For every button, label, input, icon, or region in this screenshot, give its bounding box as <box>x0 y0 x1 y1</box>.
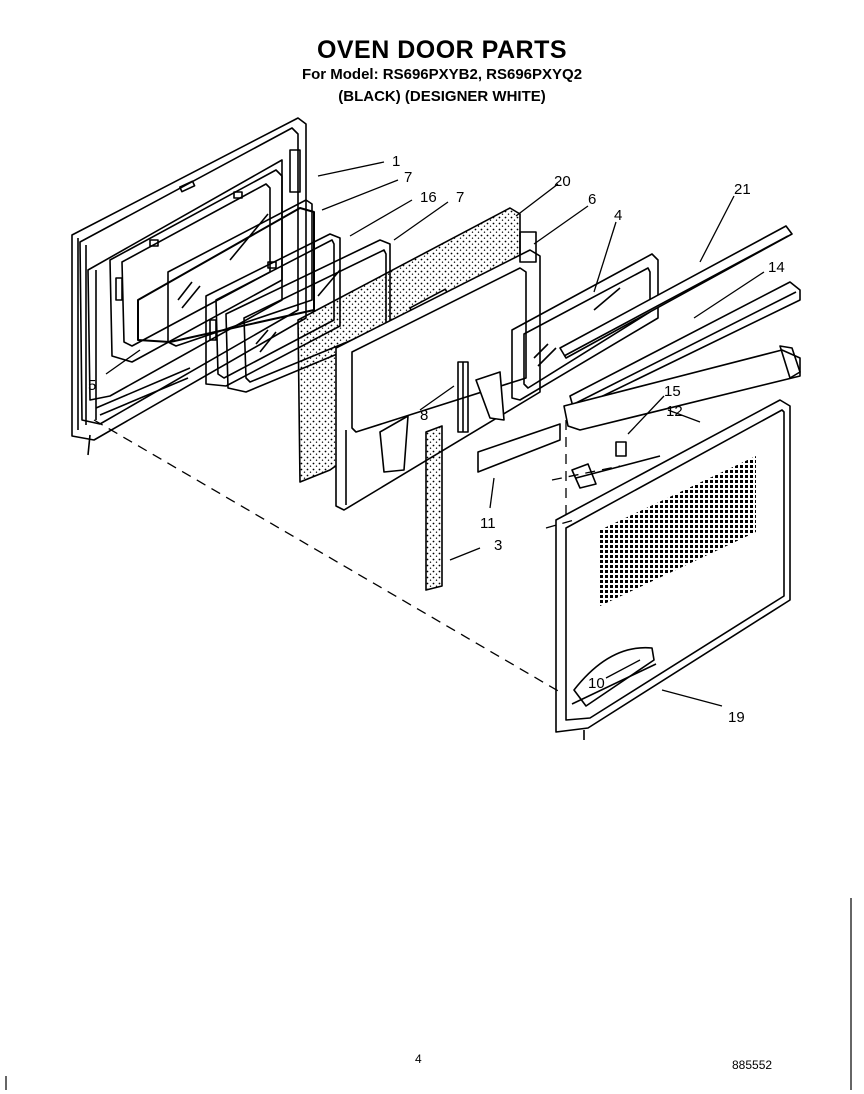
callout-19: 19 <box>728 709 745 726</box>
callout-5: 5 <box>88 377 96 394</box>
callout-7-second: 7 <box>456 189 464 206</box>
outer-door-panel <box>71 117 307 456</box>
callout-10: 10 <box>588 675 605 692</box>
document-number: 885552 <box>732 1058 773 1072</box>
bar-11 <box>477 423 561 473</box>
trim-21 <box>559 225 793 359</box>
page-number: 4 <box>415 1052 422 1066</box>
callout-7: 7 <box>404 169 412 186</box>
inner-door-19 <box>555 399 791 740</box>
callout-20: 20 <box>554 173 571 190</box>
callout-21: 21 <box>734 181 751 198</box>
leader-lines <box>105 161 765 707</box>
glass-pane-16 <box>137 199 315 347</box>
callout-16: 16 <box>420 189 437 206</box>
callout-14: 14 <box>768 259 785 276</box>
model-variants: (BLACK) (DESIGNER WHITE) <box>338 88 546 105</box>
callout-labels: 1 7 16 7 20 6 4 21 14 5 15 12 8 11 3 10 … <box>88 153 785 726</box>
callout-15: 15 <box>664 383 681 400</box>
callout-12: 12 <box>666 403 683 420</box>
clips-8 <box>379 361 505 473</box>
assembly-lines <box>93 419 621 693</box>
diagram-title: OVEN DOOR PARTS <box>316 36 568 64</box>
callout-6: 6 <box>588 191 596 208</box>
model-numbers: For Model: RS696PXYB2, RS696PXYQ2 <box>301 66 583 83</box>
callout-1: 1 <box>392 153 400 170</box>
vent-12 <box>563 345 801 489</box>
callout-3: 3 <box>494 537 502 554</box>
callout-8: 8 <box>420 407 428 424</box>
callout-11: 11 <box>480 515 496 532</box>
callout-4: 4 <box>614 207 622 224</box>
trim-3 <box>425 425 443 591</box>
